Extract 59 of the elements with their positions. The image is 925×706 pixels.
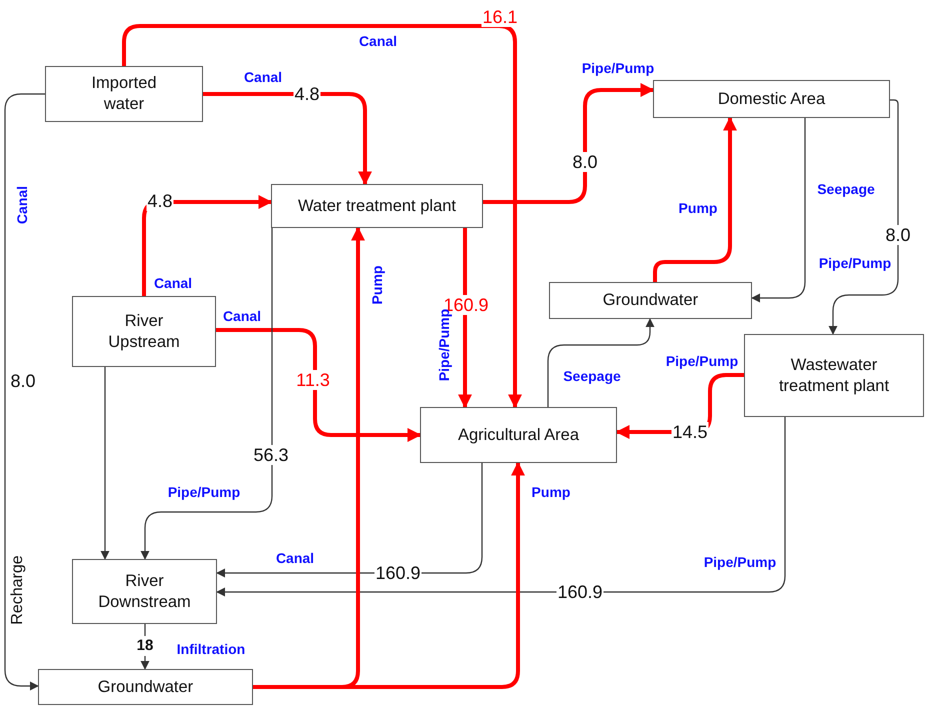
node-label: Groundwater — [602, 290, 698, 311]
process-box — [549, 282, 752, 319]
node-label: Groundwater — [98, 676, 194, 698]
side-label: Recharge — [10, 555, 26, 625]
flow-type-label: Pipe/Pump — [666, 353, 738, 369]
edge-label: 8.0 — [884, 225, 912, 245]
flow-type-label: Pipe/Pump — [582, 60, 654, 76]
node-label: Wastewater treatment plant — [778, 354, 890, 396]
edge-label: 16.1 — [481, 7, 519, 27]
process-box — [271, 184, 483, 228]
flow-type-label: Canal — [14, 186, 30, 224]
connector-arrow — [100, 367, 110, 560]
flow-type-label: Pipe/Pump — [818, 255, 892, 271]
process-box — [72, 559, 217, 624]
connector-arrow — [4, 93, 45, 690]
edge-label: 11.3 — [295, 370, 331, 390]
flow-type-label: Pipe/Pump — [704, 554, 776, 570]
flow-type-label: Pump — [532, 484, 570, 500]
node-label: River Downstream — [97, 570, 192, 612]
flow-type-label: Canal — [154, 275, 192, 291]
process-box — [653, 80, 890, 118]
flow-type-label: Seepage — [817, 181, 875, 197]
connector-arrow — [140, 228, 273, 560]
flow-type-label: Pump — [678, 200, 718, 216]
flow-arrow — [142, 195, 272, 296]
process-box — [744, 334, 924, 417]
process-box — [72, 296, 216, 367]
connector-arrow — [140, 624, 150, 670]
flow-type-label: Pump — [369, 266, 385, 304]
flow-type-label: Canal — [358, 33, 398, 49]
flow-arrow — [483, 83, 654, 204]
connector-arrow — [547, 318, 654, 407]
node-label: River Upstream — [107, 310, 181, 352]
connector-arrow — [751, 118, 806, 302]
edge-label: 8.0 — [571, 152, 599, 172]
node-label: Imported water — [90, 73, 158, 115]
connector-arrow — [828, 99, 899, 335]
flow-arrow — [653, 116, 737, 282]
flow-type-label: Canal — [244, 69, 282, 85]
node-label: Water treatment plant — [298, 196, 456, 216]
flow-type-label: Seepage — [563, 368, 621, 384]
flow-arrow — [122, 24, 522, 408]
edge-label: 56.3 — [252, 445, 290, 465]
flow-arrow — [203, 92, 372, 186]
flow-type-label: Canal — [222, 308, 262, 324]
process-box — [45, 66, 203, 122]
connector-arrow — [216, 417, 786, 596]
flow-arrow — [253, 462, 525, 689]
process-box — [420, 407, 617, 463]
edge-label: 18 — [136, 636, 154, 656]
flow-type-label: Pipe/Pump — [168, 484, 240, 500]
node-label: Domestic Area — [718, 88, 826, 110]
edge-label: 4.8 — [146, 191, 174, 211]
flow-type-label: Canal — [276, 550, 314, 566]
flow-type-label: Infiltration — [176, 641, 246, 657]
flow-arrow — [216, 328, 422, 442]
process-box — [38, 669, 253, 705]
flow-arrow — [458, 228, 472, 408]
node-label: Agricultural Area — [458, 424, 580, 446]
